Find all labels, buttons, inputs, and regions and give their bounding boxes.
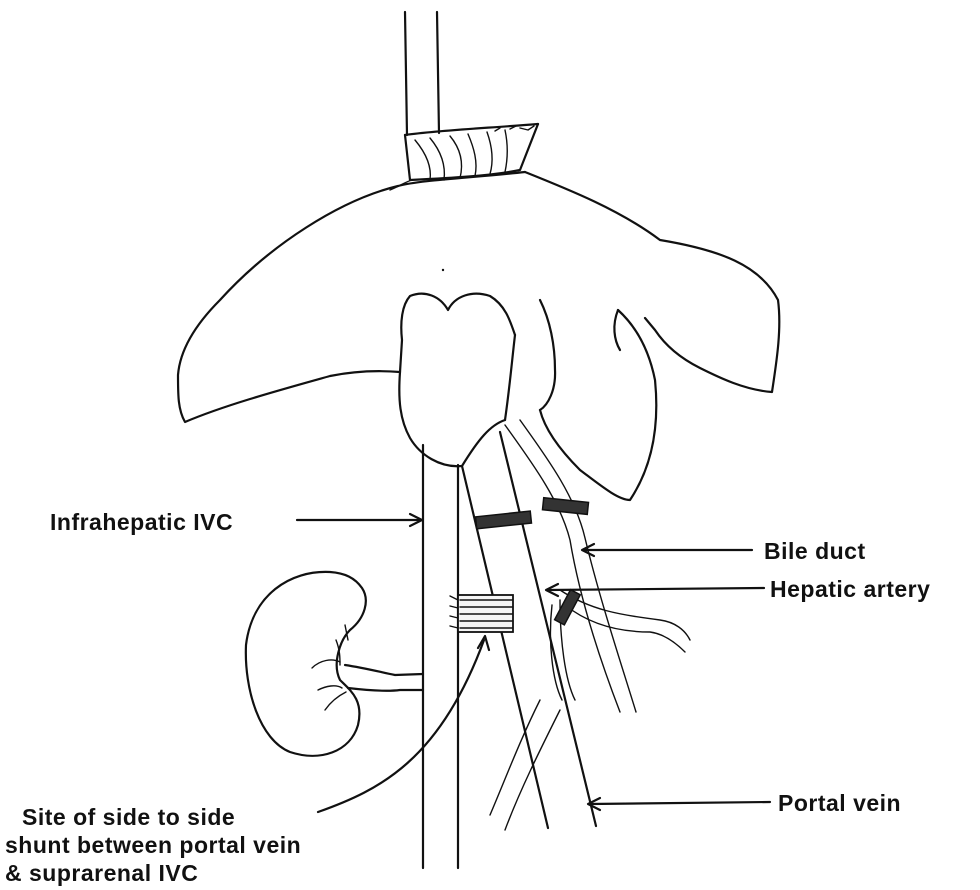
label-bile-duct: Bile duct xyxy=(764,538,866,564)
label-portal-vein: Portal vein xyxy=(778,790,901,816)
liver xyxy=(178,172,779,500)
kidney xyxy=(246,572,366,756)
pointer-infrahepatic-ivc xyxy=(297,514,422,526)
bile-duct-clamp xyxy=(542,498,588,515)
label-shunt-line-2: shunt between portal vein xyxy=(5,832,301,858)
hepatic-artery-clamp xyxy=(555,590,581,625)
label-infrahepatic-ivc: Infrahepatic IVC xyxy=(50,509,233,535)
bile-duct xyxy=(505,420,636,712)
suprahepatic-anastomosis xyxy=(390,124,538,190)
label-shunt-line-3: & suprarenal IVC xyxy=(5,860,198,886)
pointer-bile-duct xyxy=(582,544,752,556)
pointer-portal-vein xyxy=(588,798,770,810)
label-shunt-line-1: Site of side to side xyxy=(22,804,235,830)
infrahepatic-ivc xyxy=(423,445,458,868)
portacaval-shunt xyxy=(450,595,513,632)
renal-vein xyxy=(345,665,423,691)
label-hepatic-artery: Hepatic artery xyxy=(770,576,930,602)
suprahepatic-ivc xyxy=(405,12,439,135)
pointer-shunt xyxy=(318,636,489,812)
